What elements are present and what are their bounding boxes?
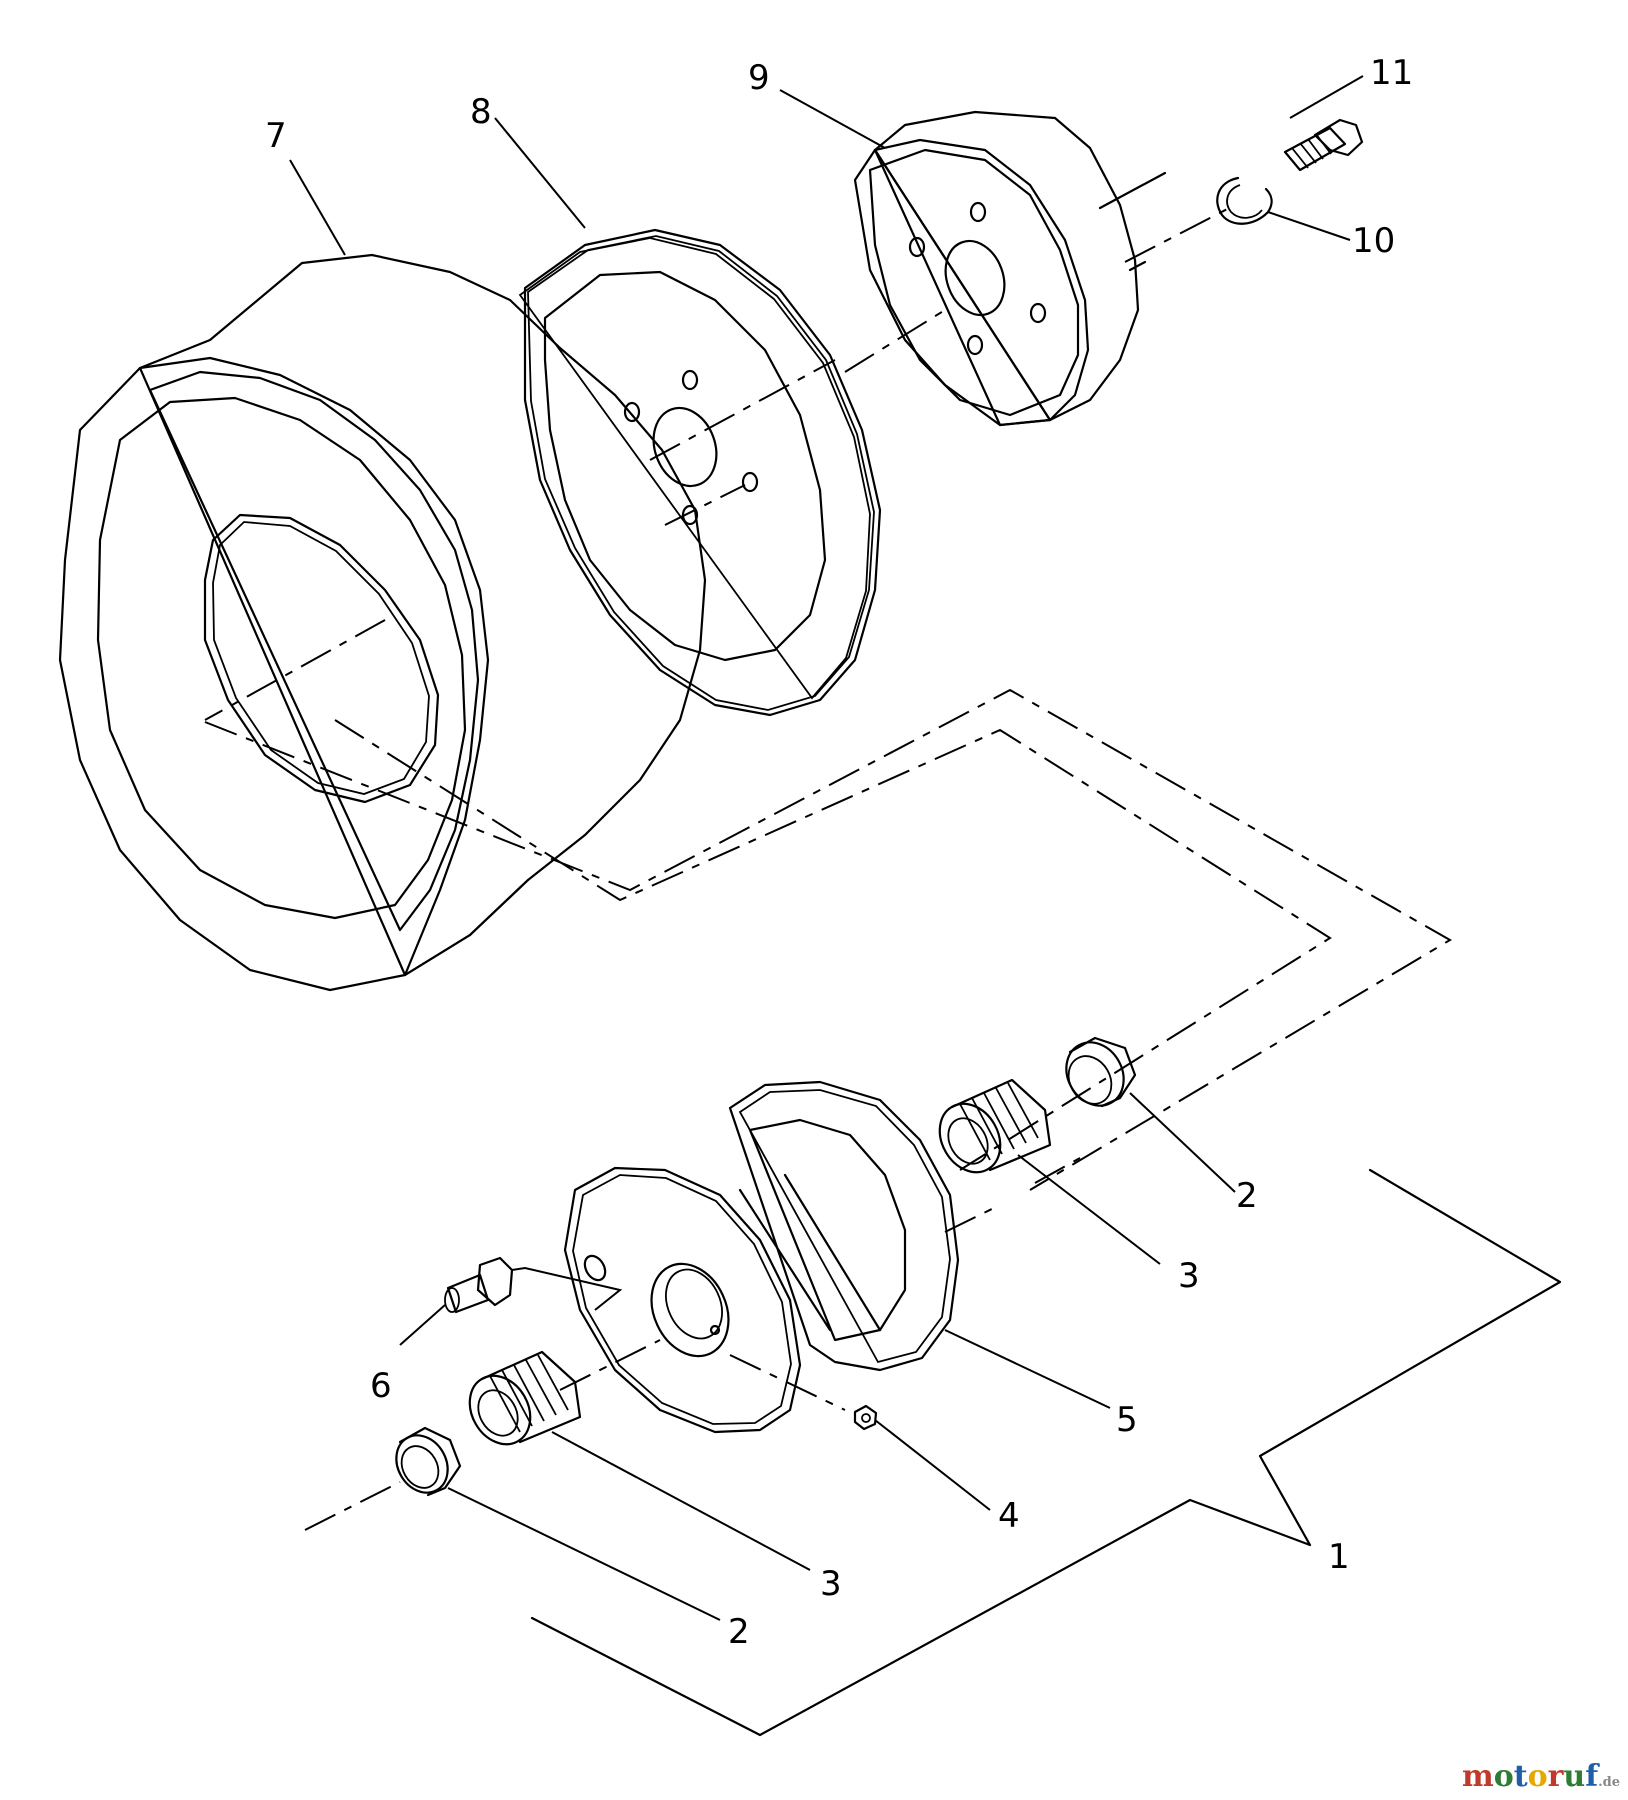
wheel-hub-part-5 xyxy=(563,1080,960,1434)
watermark-letter: r xyxy=(1547,1759,1564,1794)
roller-bearing-part-3-lower xyxy=(468,1350,582,1446)
bolt-part-11 xyxy=(1283,118,1364,172)
watermark-letter: m xyxy=(1461,1759,1494,1794)
hub-assembly-outline-part-1 xyxy=(204,688,1562,1737)
callout-3-lower: 3 xyxy=(820,1564,842,1604)
roller-bearing-part-3-upper xyxy=(938,1078,1052,1174)
callout-leaders xyxy=(289,75,1364,1621)
grease-fitting-part-6 xyxy=(444,1256,623,1314)
assembly-axis-lines xyxy=(204,204,1236,1531)
snap-ring-part-10 xyxy=(1216,176,1273,225)
rim-part-8 xyxy=(518,228,882,717)
hub-plate-part-9 xyxy=(853,110,1167,427)
callout-5: 5 xyxy=(1116,1400,1138,1440)
watermark-letter: o xyxy=(1493,1759,1514,1794)
callout-2-lower: 2 xyxy=(728,1612,750,1652)
callout-4: 4 xyxy=(998,1496,1020,1536)
callout-8: 8 xyxy=(470,92,492,132)
tire-part-7 xyxy=(58,253,707,992)
callout-6: 6 xyxy=(370,1366,392,1406)
callout-11: 11 xyxy=(1370,53,1413,93)
callout-1: 1 xyxy=(1328,1537,1350,1577)
callout-9: 9 xyxy=(748,58,770,98)
watermark-letters: motoruf xyxy=(1462,1759,1598,1794)
watermark-letter: t xyxy=(1513,1759,1528,1794)
bushing-part-2-upper xyxy=(1065,1036,1137,1108)
callout-numbers: 1 2 2 3 3 4 5 6 7 8 9 10 11 xyxy=(265,53,1413,1652)
watermark-letter: o xyxy=(1527,1759,1548,1794)
callout-2-upper: 2 xyxy=(1236,1176,1258,1216)
watermark-suffix: .de xyxy=(1598,1775,1620,1790)
bushing-part-2-lower xyxy=(395,1426,462,1497)
watermark-letter: u xyxy=(1563,1759,1586,1794)
watermark-letter: f xyxy=(1585,1759,1599,1794)
valve-nut-part-4 xyxy=(853,1404,878,1431)
callout-10: 10 xyxy=(1352,221,1395,261)
watermark-logo: motoruf.de xyxy=(1462,1759,1620,1794)
callout-3-upper: 3 xyxy=(1178,1256,1200,1296)
callout-7: 7 xyxy=(265,116,287,156)
